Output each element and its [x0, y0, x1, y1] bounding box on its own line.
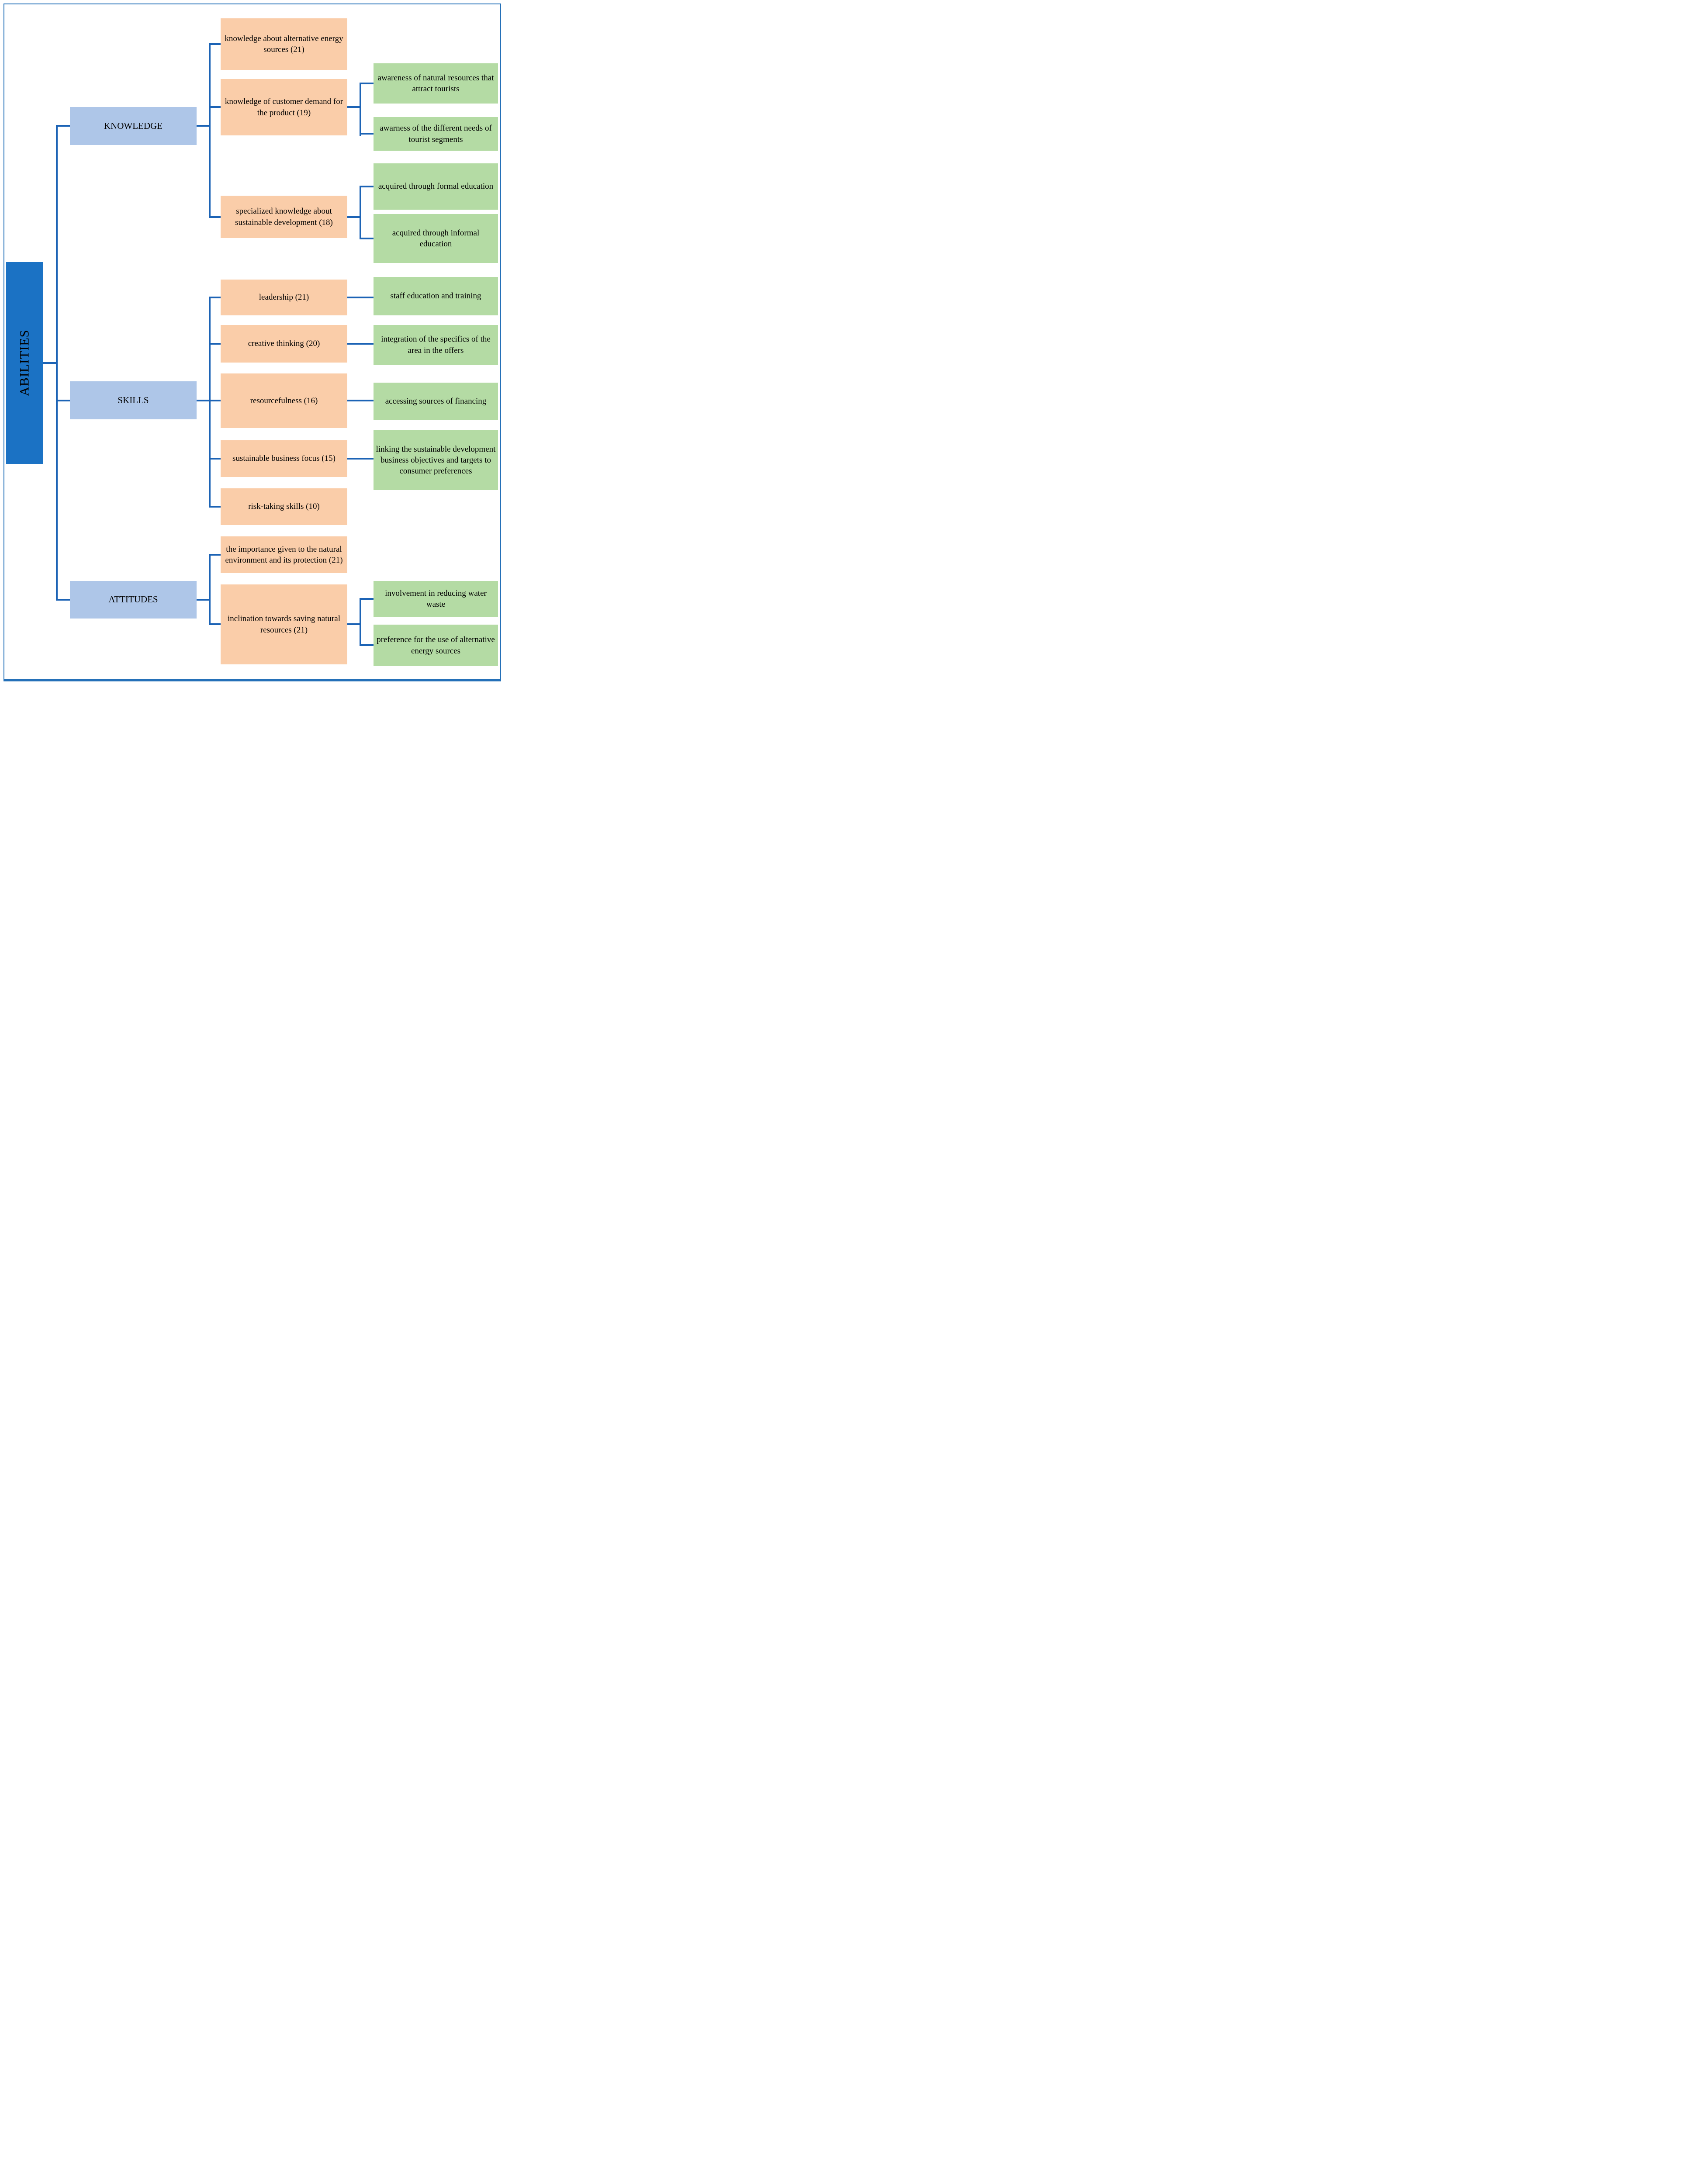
connector-line	[360, 644, 374, 646]
connector-line	[209, 106, 221, 108]
connector-line	[209, 297, 211, 508]
connector-line	[56, 400, 70, 401]
node-skills: SKILLS	[70, 381, 197, 419]
connector-line	[347, 297, 374, 298]
node-knowledge: KNOWLEDGE	[70, 107, 197, 145]
leaf-staff-education: staff education and training	[374, 277, 498, 315]
connector-line	[347, 400, 374, 401]
connector-line	[209, 506, 221, 508]
connector-line	[197, 125, 211, 127]
leaf-tourist-segments-awareness: awarness of the different needs of touri…	[374, 117, 498, 151]
leaf-linking-objectives: linking the sustainable development busi…	[374, 430, 498, 490]
leaf-financing-sources: accessing sources of financing	[374, 383, 498, 420]
connector-line	[347, 623, 361, 625]
connector-line	[360, 238, 374, 239]
connector-line	[197, 599, 211, 601]
connector-line	[360, 133, 374, 135]
connector-line	[209, 343, 221, 345]
connector-line	[360, 598, 374, 600]
connector-line	[209, 400, 221, 401]
page-border-frame	[3, 3, 501, 681]
diagram-page: ABILITIES KNOWLEDGE SKILLS ATTITUDES kno…	[0, 0, 505, 684]
item-specialized-knowledge: specialized knowledge about sustainable …	[221, 196, 347, 238]
connector-line	[347, 106, 361, 108]
connector-line	[209, 554, 221, 556]
node-abilities: ABILITIES	[6, 262, 43, 464]
leaf-alternative-energy-preference: preference for the use of alternative en…	[374, 625, 498, 666]
connector-line	[56, 125, 58, 601]
connector-line	[360, 598, 361, 646]
item-leadership: leadership (21)	[221, 280, 347, 315]
connector-line	[360, 83, 374, 84]
connector-line	[209, 216, 221, 218]
connector-line	[56, 125, 70, 127]
connector-line	[347, 343, 374, 345]
item-alternative-energy-knowledge: knowledge about alternative energy sourc…	[221, 18, 347, 70]
abilities-label: ABILITIES	[17, 329, 32, 397]
item-risk-taking-skills: risk-taking skills (10)	[221, 488, 347, 525]
connector-line	[56, 599, 70, 601]
connector-line	[209, 554, 211, 625]
connector-line	[347, 216, 361, 218]
node-attitudes: ATTITUDES	[70, 581, 197, 619]
connector-line	[209, 458, 221, 460]
item-customer-demand-knowledge: knowledge of customer demand for the pro…	[221, 79, 347, 135]
leaf-water-waste-reduction: involvement in reducing water waste	[374, 581, 498, 617]
connector-line	[209, 297, 221, 298]
leaf-informal-education: acquired through informal education	[374, 214, 498, 263]
item-resourcefulness: resourcefulness (16)	[221, 373, 347, 428]
item-environment-importance: the importance given to the natural envi…	[221, 536, 347, 573]
connector-line	[209, 623, 221, 625]
leaf-formal-education: acquired through formal education	[374, 163, 498, 210]
connector-line	[197, 400, 211, 401]
connector-line	[43, 362, 58, 364]
leaf-area-specifics-integration: integration of the specifics of the area…	[374, 325, 498, 365]
connector-line	[209, 43, 221, 45]
item-creative-thinking: creative thinking (20)	[221, 325, 347, 363]
connector-line	[209, 43, 211, 218]
connector-line	[360, 186, 374, 187]
connector-line	[360, 83, 361, 136]
item-sustainable-business-focus: sustainable business focus (15)	[221, 440, 347, 477]
connector-line	[347, 458, 374, 460]
leaf-natural-resources-awareness: awareness of natural resources that attr…	[374, 63, 498, 104]
item-saving-natural-resources: inclination towards saving natural resou…	[221, 584, 347, 664]
connector-line	[360, 186, 361, 239]
